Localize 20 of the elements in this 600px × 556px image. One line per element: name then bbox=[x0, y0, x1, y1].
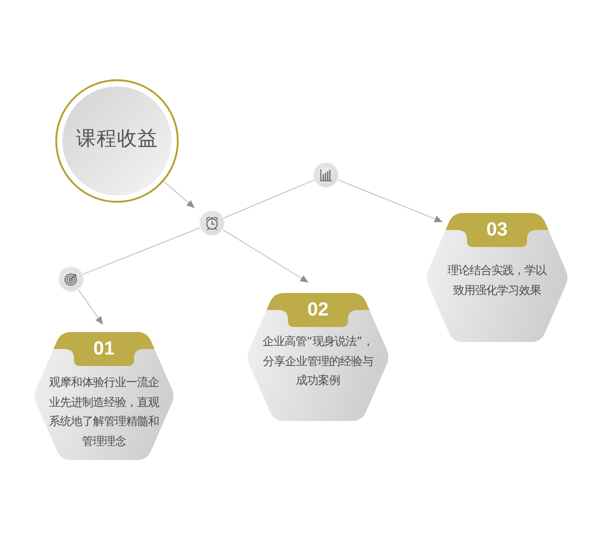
bar-chart-icon bbox=[313, 162, 339, 188]
hexagon-card bbox=[246, 293, 390, 421]
description-text: 观摩和体验行业一流企业先进制造经验，直观系统地了解管理精髓和管理理念 bbox=[48, 374, 160, 450]
alarm-clock-icon bbox=[199, 210, 225, 236]
arrow bbox=[163, 181, 196, 208]
arrow bbox=[78, 289, 104, 326]
circle-badge bbox=[55, 79, 179, 203]
step-number: 03 bbox=[486, 220, 508, 240]
step-number: 01 bbox=[93, 340, 115, 358]
description-text: 企业高管“现身说法”，分享企业管理的经验与成功案例 bbox=[262, 333, 374, 389]
arrow bbox=[222, 229, 309, 283]
heading-text: 课程收益 bbox=[76, 126, 158, 150]
description-text: 理论结合实践，学以致用强化学习效果 bbox=[446, 262, 548, 298]
arrow bbox=[338, 179, 444, 222]
hexagon-card bbox=[33, 332, 175, 460]
target-icon bbox=[58, 266, 84, 292]
connector-line bbox=[223, 180, 315, 218]
connector-line bbox=[82, 227, 200, 275]
step-number: 02 bbox=[307, 300, 329, 320]
hexagon-card bbox=[425, 213, 569, 342]
